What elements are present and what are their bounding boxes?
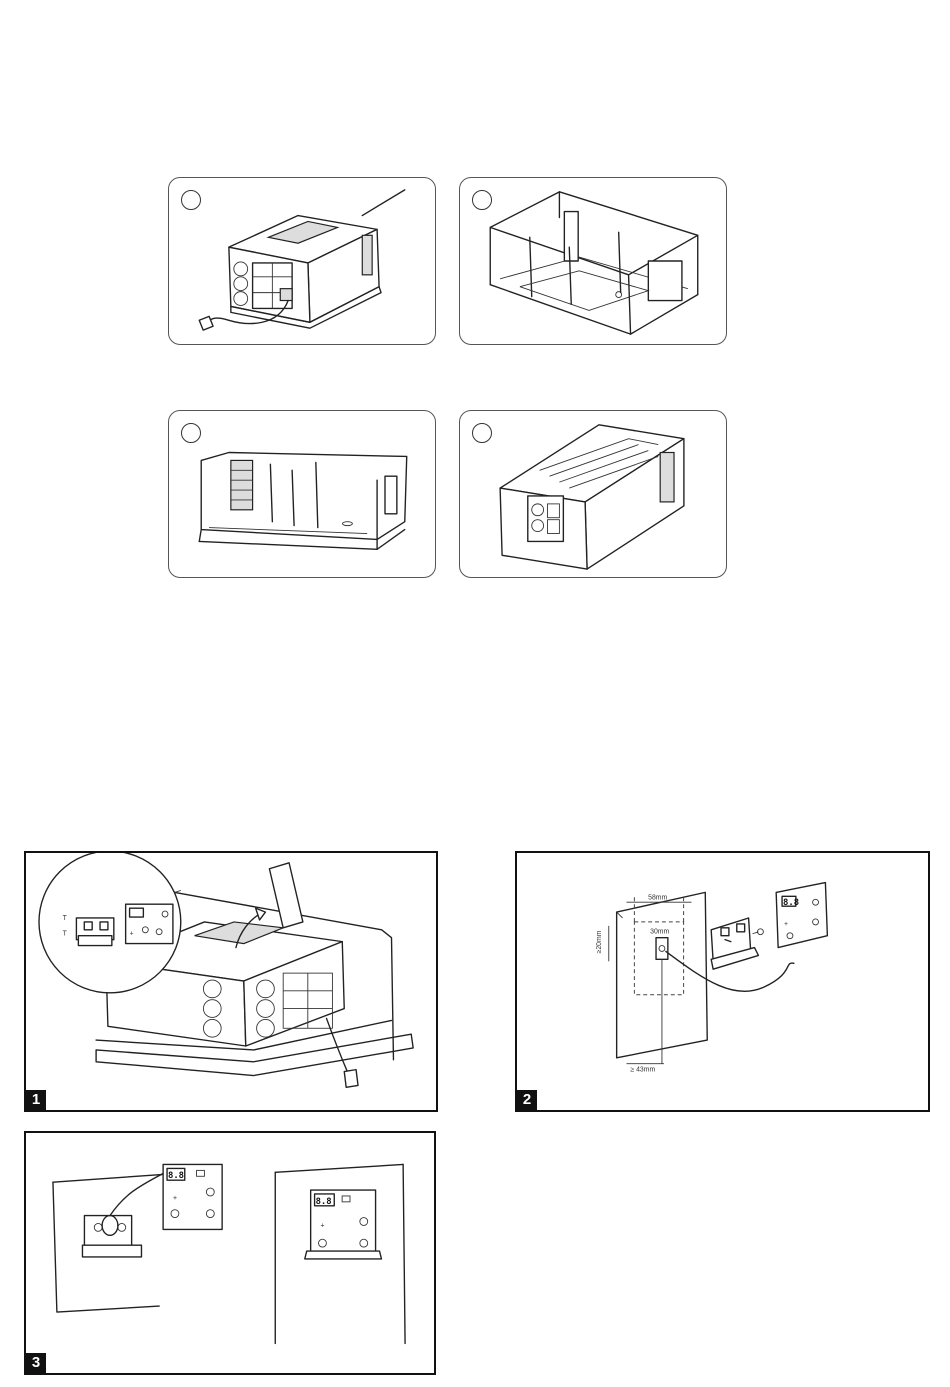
illustration-unit-in-frame-card bbox=[459, 410, 727, 578]
step-marker-circle bbox=[181, 423, 201, 443]
step-marker-circle bbox=[472, 423, 492, 443]
step-marker-circle bbox=[181, 190, 201, 210]
dimension-bottom: ≥ 43mm bbox=[630, 1067, 655, 1074]
dimension-width: 58mm bbox=[648, 894, 667, 901]
step-2-panel: 58mm ≥20mm 30mm ≥ 43mm 8.8 + 2 bbox=[515, 851, 930, 1112]
illustration-frame-partial-card bbox=[168, 410, 436, 578]
step-3-panel: 8.8 + 8.8 + 3 bbox=[24, 1131, 436, 1375]
illustration-unit-card bbox=[168, 177, 436, 345]
control-panel-illustration: 8.8 + 8.8 + bbox=[26, 1133, 434, 1373]
step-badge: 1 bbox=[26, 1090, 46, 1110]
step-marker-circle bbox=[472, 190, 492, 210]
svg-text:+: + bbox=[173, 1195, 177, 1202]
svg-text:+: + bbox=[130, 931, 134, 938]
svg-text:+: + bbox=[320, 1222, 324, 1229]
dimension-height: ≥20mm bbox=[596, 930, 603, 953]
unit-illustration: T T + bbox=[26, 853, 436, 1110]
step-1-panel: T T + 1 bbox=[24, 851, 438, 1112]
illustration-frame-card bbox=[459, 177, 727, 345]
dimension-inner: 30mm bbox=[650, 929, 669, 936]
controller-display: 8.8 bbox=[316, 1197, 332, 1207]
unit-illustration bbox=[460, 411, 726, 577]
controller-display: 8.8 bbox=[168, 1171, 184, 1181]
controller-display: 8.8 bbox=[783, 898, 799, 908]
room-frame-illustration bbox=[460, 178, 726, 344]
svg-text:+: + bbox=[784, 921, 788, 928]
step-badge: 3 bbox=[26, 1353, 46, 1373]
step-badge: 2 bbox=[517, 1090, 537, 1110]
unit-illustration bbox=[169, 178, 435, 344]
room-frame-illustration bbox=[169, 411, 435, 577]
control-panel-illustration: 58mm ≥20mm 30mm ≥ 43mm 8.8 + bbox=[517, 853, 928, 1110]
antenna-rod bbox=[362, 190, 404, 216]
